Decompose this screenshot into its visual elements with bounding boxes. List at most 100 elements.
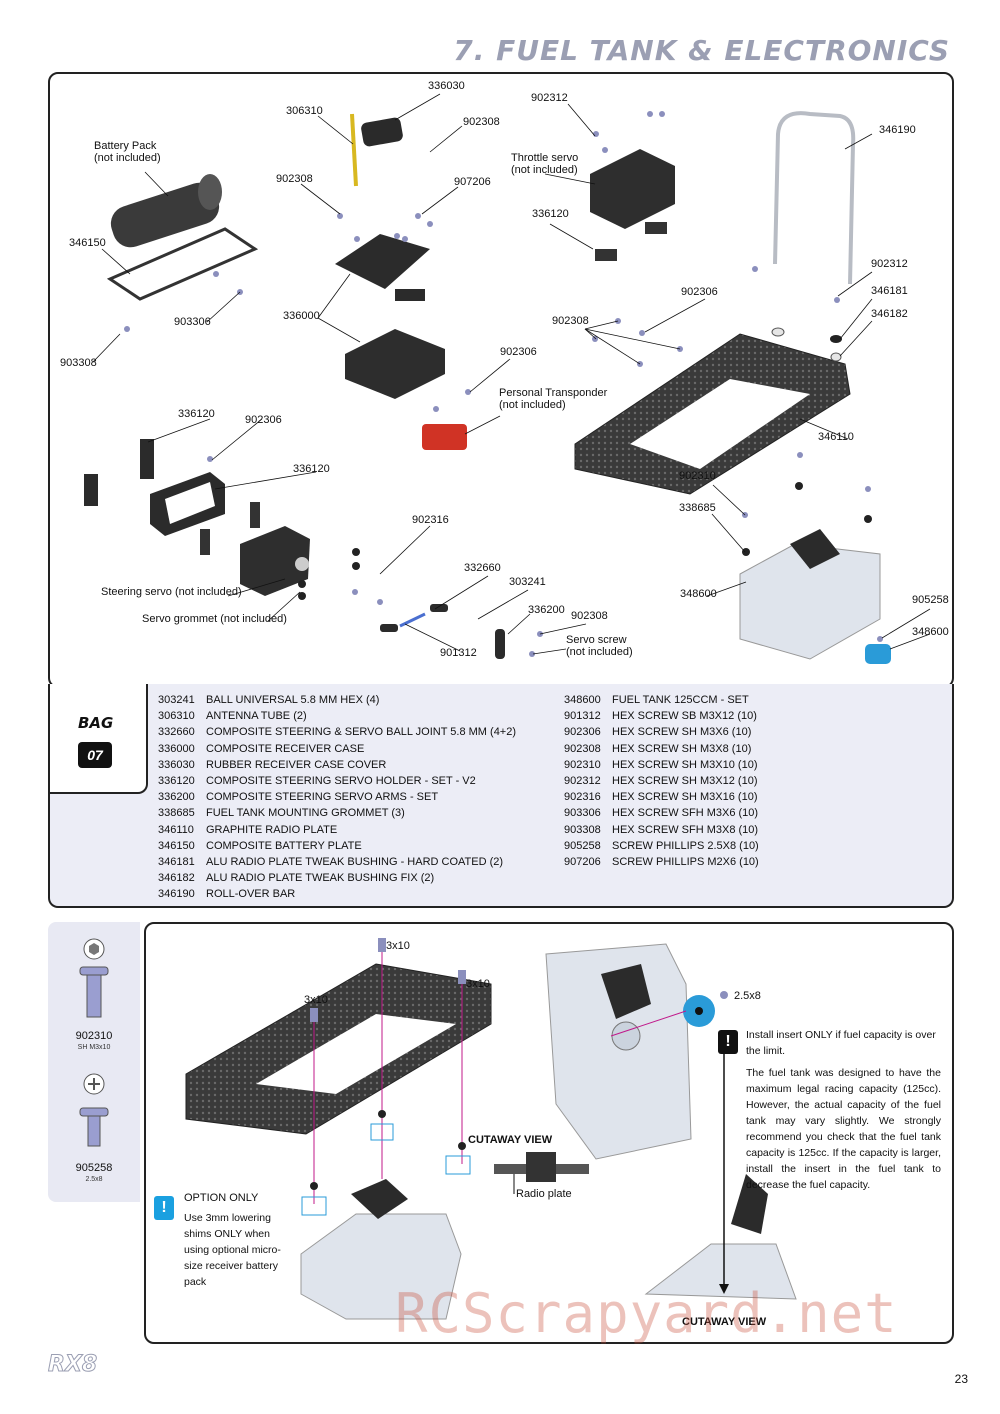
- ball-joints-illustration: [380, 604, 448, 632]
- parts-row: 907206 SCREW PHILLIPS M2x6 (10): [564, 854, 759, 870]
- transponder-illustration: [422, 424, 467, 450]
- label-903306: 903306: [174, 316, 211, 328]
- part-code: 303241: [158, 694, 195, 706]
- radio-plate-label: Radio plate: [516, 1188, 572, 1200]
- cutaway-view-label: CUTAWAY VIEW: [682, 1316, 767, 1328]
- antenna-tube-illustration: [350, 113, 358, 187]
- label-902308: 902308: [276, 173, 313, 185]
- label-336200: 336200: [528, 604, 565, 616]
- label-throttle-servo: Throttle servo (not included): [511, 152, 579, 176]
- part-desc: RUBBER RECEIVER CASE COVER: [206, 758, 387, 771]
- part-code: 905258: [564, 839, 601, 852]
- part-code: 338685: [158, 807, 195, 820]
- label-306310: 306310: [286, 105, 323, 117]
- label-346150: 346150: [69, 237, 106, 249]
- part-desc: SCREW PHILLIPS 2.5x8 (10): [612, 839, 759, 852]
- part-code: 902312: [564, 775, 601, 788]
- part-code: 907206: [564, 856, 601, 869]
- page-number: 23: [954, 1372, 968, 1386]
- label-336030: 336030: [428, 80, 465, 92]
- label-332660: 332660: [464, 562, 501, 574]
- part-code: 903308: [564, 823, 601, 836]
- part-code: 346181: [158, 856, 195, 869]
- label-902306: 902306: [245, 414, 282, 426]
- part-code: 306310: [158, 710, 195, 723]
- screw-size-label: 3x10: [304, 994, 328, 1006]
- part-desc: FUEL TANK 125CCM - SET: [612, 694, 749, 706]
- parts-row: 903308 HEX SCREW SFH M3x8 (10): [564, 822, 759, 838]
- parts-row: 348600 FUEL TANK 125CCM - SET: [564, 692, 759, 708]
- label-907206: 907206: [454, 176, 491, 188]
- receiver-case-top-illustration: [335, 234, 430, 289]
- receiver-cover-illustration: [361, 117, 403, 147]
- label-348600: 348600: [912, 626, 949, 638]
- exploded-diagram: [84, 93, 931, 664]
- label-336120: 336120: [532, 208, 569, 220]
- part-desc: COMPOSITE RECEIVER CASE: [206, 742, 365, 755]
- label-901312: 901312: [440, 647, 477, 659]
- label-battery-pack: Battery Pack (not included): [94, 140, 161, 164]
- servo-arm-illustration: [495, 629, 505, 659]
- insert-title: Install insert ONLY if fuel capacity is …: [746, 1029, 936, 1057]
- part-code: 346190: [158, 888, 195, 901]
- insert-text: The fuel tank was designed to have the m…: [746, 1067, 941, 1191]
- part-desc: ROLL-OVER BAR: [206, 888, 296, 901]
- hardware-code: 902310: [75, 1030, 113, 1042]
- parts-row: 346182 ALU RADIO PLATE TWEAK BUSHING FIX …: [158, 870, 516, 886]
- part-code: 348600: [564, 694, 601, 706]
- page-title: 7. FUEL TANK & ELECTRONICS: [453, 34, 950, 67]
- steering-servo-holder-illustration: [84, 439, 260, 555]
- receiver-case-illustration: [345, 329, 445, 399]
- label-348600: 348600: [680, 588, 717, 600]
- label-303241: 303241: [509, 576, 546, 588]
- label-346190: 346190: [879, 124, 916, 136]
- part-code: 903306: [564, 807, 601, 820]
- part-desc: BALL UNIVERSAL 5.8 MM HEX (4): [206, 694, 380, 706]
- part-code: 346110: [158, 823, 194, 836]
- part-code: 346150: [158, 839, 195, 852]
- option-text: Use 3mm lowering shims ONLY when using o…: [184, 1212, 281, 1288]
- watermark: RCScrapyard.net: [395, 1282, 898, 1345]
- part-code: 332660: [158, 726, 195, 739]
- label-346182: 346182: [871, 308, 908, 320]
- hardware-size: SH M3x10: [77, 1044, 111, 1051]
- info-icon: !: [154, 1196, 174, 1220]
- bag-number: 07: [78, 742, 112, 768]
- part-desc: HEX SCREW SH M3x10 (10): [612, 758, 758, 771]
- part-desc: HEX SCREW SFH M3x8 (10): [612, 823, 759, 836]
- label-902308: 902308: [552, 315, 589, 327]
- part-code: 336030: [158, 758, 195, 771]
- label-902306: 902306: [681, 286, 718, 298]
- hardware-panel: 902310 SH M3x10 905258 2.5x8: [48, 922, 140, 1202]
- fuel-tank-large: [545, 943, 728, 1160]
- part-code: 901312: [564, 710, 601, 723]
- part-code: 902306: [564, 726, 601, 739]
- part-desc: SCREW PHILLIPS M2x6 (10): [612, 856, 759, 869]
- label-336120: 336120: [293, 463, 330, 475]
- parts-row: 303241 BALL UNIVERSAL 5.8 MM HEX (4): [158, 692, 516, 708]
- label-personal-transponder: Personal Transponder (not included): [499, 387, 608, 411]
- assembly-detail-panel: 3x10 3x10 3x10 2.5x8 CUTAWAY VIEW Radio …: [144, 922, 954, 1344]
- label-servo-grommet: Servo grommet (not included): [142, 613, 287, 625]
- battery-plate-illustration: [106, 227, 259, 301]
- part-desc: ALU RADIO PLATE TWEAK BUSHING FIX (2): [206, 872, 435, 885]
- roll-over-bar-illustration: [773, 111, 856, 285]
- option-title: OPTION ONLY: [184, 1192, 259, 1204]
- label-902310: 902310: [679, 470, 716, 482]
- exploded-diagram-panel: 336030 306310 902308 Battery Pack (not i…: [48, 72, 954, 688]
- parts-row: 905258 SCREW PHILLIPS 2.5x8 (10): [564, 838, 759, 854]
- parts-row: 346190 ROLL-OVER BAR: [158, 886, 516, 902]
- part-code: 346182: [158, 872, 195, 885]
